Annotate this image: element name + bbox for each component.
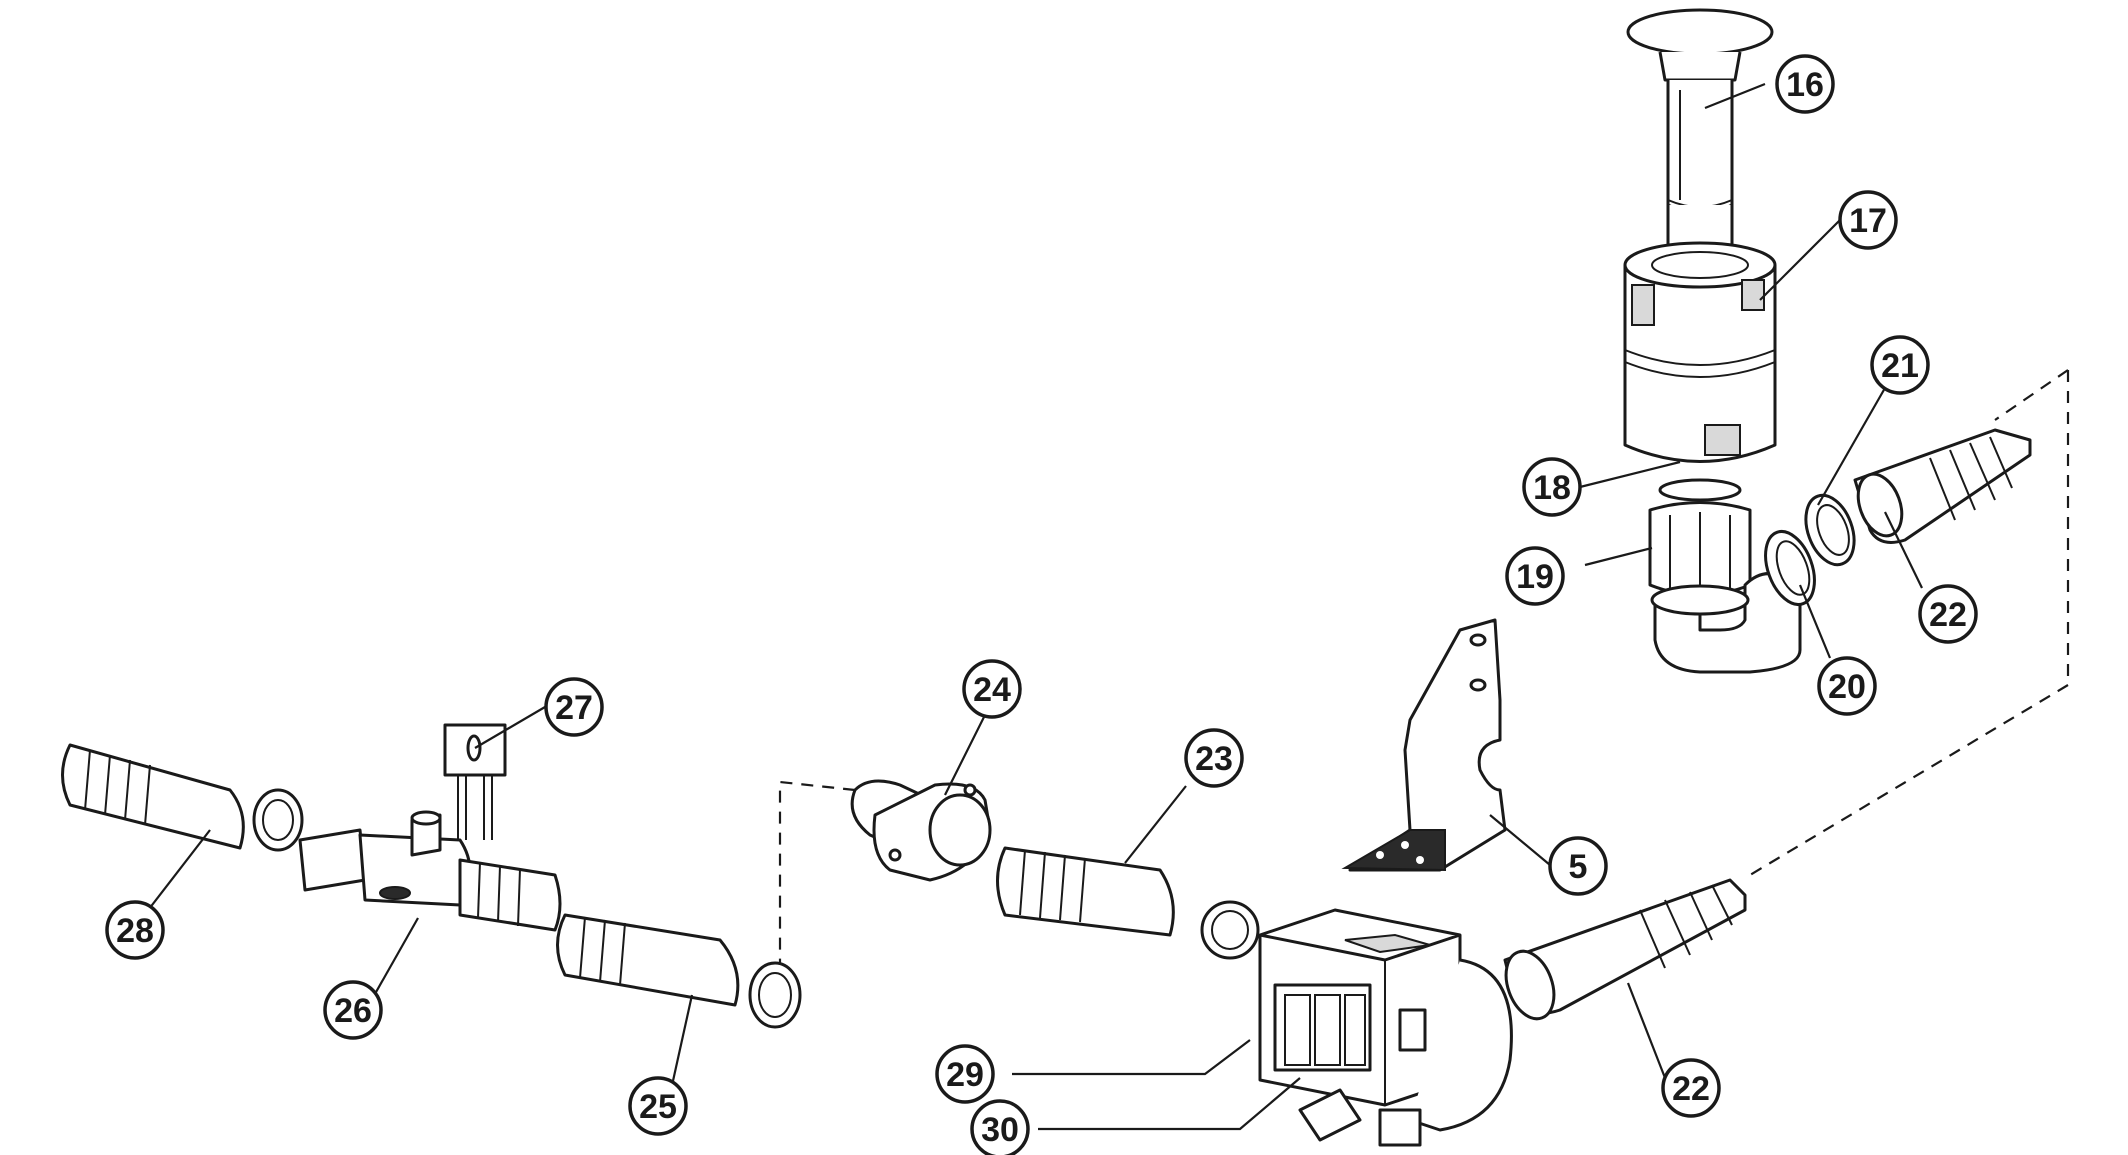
callout-27-label: 27: [555, 689, 593, 727]
callout-16-label: 16: [1786, 66, 1824, 104]
callout-26-label: 26: [334, 992, 372, 1030]
callout-25: 25: [628, 1076, 688, 1136]
part-28-hose: [61, 743, 304, 852]
callout-22-upper-label: 22: [1929, 596, 1967, 634]
callout-19: 19: [1505, 546, 1565, 606]
callout-29: 29: [935, 1044, 995, 1104]
part-17-filter-canister: [1623, 241, 1777, 463]
callout-18: 18: [1522, 457, 1582, 517]
callout-30: 30: [970, 1099, 1030, 1155]
callout-16: 16: [1775, 54, 1835, 114]
callout-22-upper: 22: [1918, 584, 1978, 644]
callout-20: 20: [1817, 656, 1877, 716]
callout-5-label: 5: [1569, 848, 1588, 886]
callout-28: 28: [105, 900, 165, 960]
part-16-snorkel-tube: [1626, 8, 1774, 253]
callout-18-label: 18: [1533, 469, 1571, 507]
part-29-30-pump: [1258, 908, 1513, 1147]
callout-5: 5: [1548, 836, 1608, 896]
callout-28-label: 28: [116, 912, 154, 950]
callout-22-lower-label: 22: [1672, 1070, 1710, 1108]
callout-22-lower: 22: [1661, 1058, 1721, 1118]
callout-27: 27: [544, 677, 604, 737]
callout-23: 23: [1184, 728, 1244, 788]
callout-26: 26: [323, 980, 383, 1040]
part-27-clip: [443, 723, 507, 840]
part-24-flange-fitting: [850, 779, 992, 882]
callout-21: 21: [1870, 335, 1930, 395]
callout-24-label: 24: [973, 671, 1011, 709]
callout-20-label: 20: [1828, 668, 1866, 706]
callout-21-label: 21: [1881, 347, 1919, 385]
elbow-pipe: [1650, 572, 1802, 674]
callout-25-label: 25: [639, 1088, 677, 1126]
part-18-ring: [1658, 478, 1742, 502]
part-25-hose: [556, 913, 802, 1029]
part-5-bracket: [1341, 618, 1507, 872]
callout-17-label: 17: [1849, 202, 1887, 240]
part-21-clamp: [1804, 493, 1856, 567]
callout-17: 17: [1838, 190, 1898, 250]
part-22-lower-hose: [1503, 878, 1747, 1021]
part-22-upper-hose: [1853, 428, 2032, 544]
callout-30-label: 30: [981, 1111, 1019, 1149]
part-26-valve: [298, 810, 562, 932]
callout-24: 24: [962, 659, 1022, 719]
routing-dashed-lines: [778, 369, 2070, 965]
callout-19-label: 19: [1516, 558, 1554, 596]
part-23-hose: [996, 846, 1260, 960]
part-19-adapter: [1648, 501, 1752, 598]
callout-23-label: 23: [1195, 740, 1233, 778]
callout-29-label: 29: [946, 1056, 984, 1094]
part-20-clamp: [1764, 530, 1816, 606]
leader-lines: [148, 82, 1923, 1131]
